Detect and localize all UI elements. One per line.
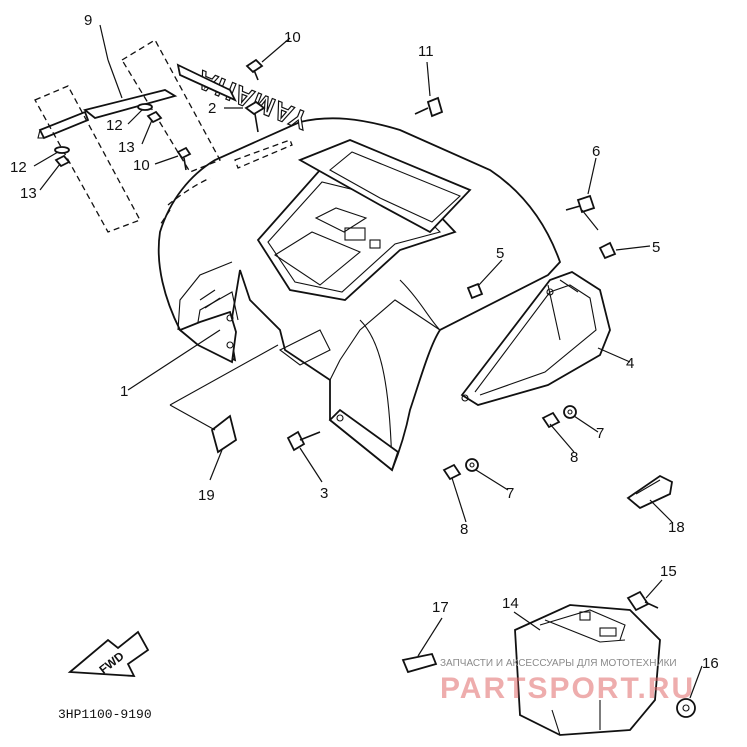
callout-9: 9 xyxy=(84,12,92,29)
callout-5b: 5 xyxy=(652,239,660,256)
watermark-brand: PARTSPORT.RU xyxy=(440,672,695,705)
tool-box xyxy=(514,590,696,736)
callout-18: 18 xyxy=(668,519,685,536)
callout-17: 17 xyxy=(432,599,449,616)
callout-numbers: 1 2 3 4 5 5 6 7 7 8 8 9 10 10 11 12 12 1… xyxy=(10,12,719,672)
callout-3: 3 xyxy=(320,485,328,502)
callout-15: 15 xyxy=(660,563,677,580)
callout-2: 2 xyxy=(208,100,216,117)
pad-17 xyxy=(401,652,438,674)
callout-8b: 8 xyxy=(460,521,468,538)
leader-lines xyxy=(33,24,703,699)
callout-12b: 12 xyxy=(10,159,27,176)
watermark-tagline: ЗАПЧАСТИ И АКСЕССУАРЫ ДЛЯ МОТОТЕХНИКИ xyxy=(440,658,677,669)
fasteners xyxy=(54,58,617,481)
callout-4: 4 xyxy=(626,355,634,372)
callout-5a: 5 xyxy=(496,245,504,262)
callout-6: 6 xyxy=(592,143,600,160)
callout-7b: 7 xyxy=(506,485,514,502)
callout-10a: 10 xyxy=(284,29,301,46)
callout-14: 14 xyxy=(502,595,519,612)
callout-12a: 12 xyxy=(106,117,123,134)
clip-18 xyxy=(626,474,673,510)
part-code: 3HP1100-9190 xyxy=(58,707,152,722)
callout-7a: 7 xyxy=(596,425,604,442)
callout-19: 19 xyxy=(198,487,215,504)
rear-fender xyxy=(157,117,562,472)
callout-8a: 8 xyxy=(570,449,578,466)
bracket-set xyxy=(34,39,237,233)
plate-19 xyxy=(210,414,238,454)
callout-10b: 10 xyxy=(133,157,150,174)
mud-flap xyxy=(460,271,611,406)
callout-13a: 13 xyxy=(118,139,135,156)
forward-arrow-icon xyxy=(67,630,150,677)
callout-13b: 13 xyxy=(20,185,37,202)
callout-16: 16 xyxy=(702,655,719,672)
callout-11: 11 xyxy=(418,43,434,60)
callout-1: 1 xyxy=(120,383,128,400)
